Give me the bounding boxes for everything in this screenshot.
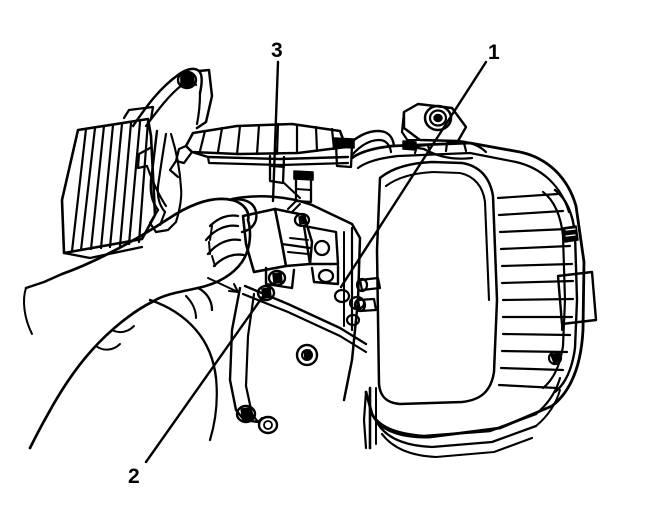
callout-label-2: 2 (128, 465, 140, 488)
leader-line-3 (271, 60, 280, 203)
corrugated-conduit (168, 122, 396, 213)
callout-label-3: 3 (271, 39, 283, 62)
sensor-module (241, 207, 340, 290)
technician-hand (23, 197, 258, 450)
leader-line-1 (339, 60, 488, 289)
housing-rib-segments (496, 188, 579, 394)
artwork-strokes (23, 60, 598, 464)
air-cleaner-housing (350, 102, 598, 459)
leader-line-2 (144, 290, 268, 464)
callout-leader-lines (144, 60, 488, 464)
callout-label-1: 1 (488, 41, 500, 64)
direction-arrow (207, 277, 239, 293)
mounting-bracket-plate (228, 195, 382, 435)
upper-support-bracket (131, 67, 214, 234)
